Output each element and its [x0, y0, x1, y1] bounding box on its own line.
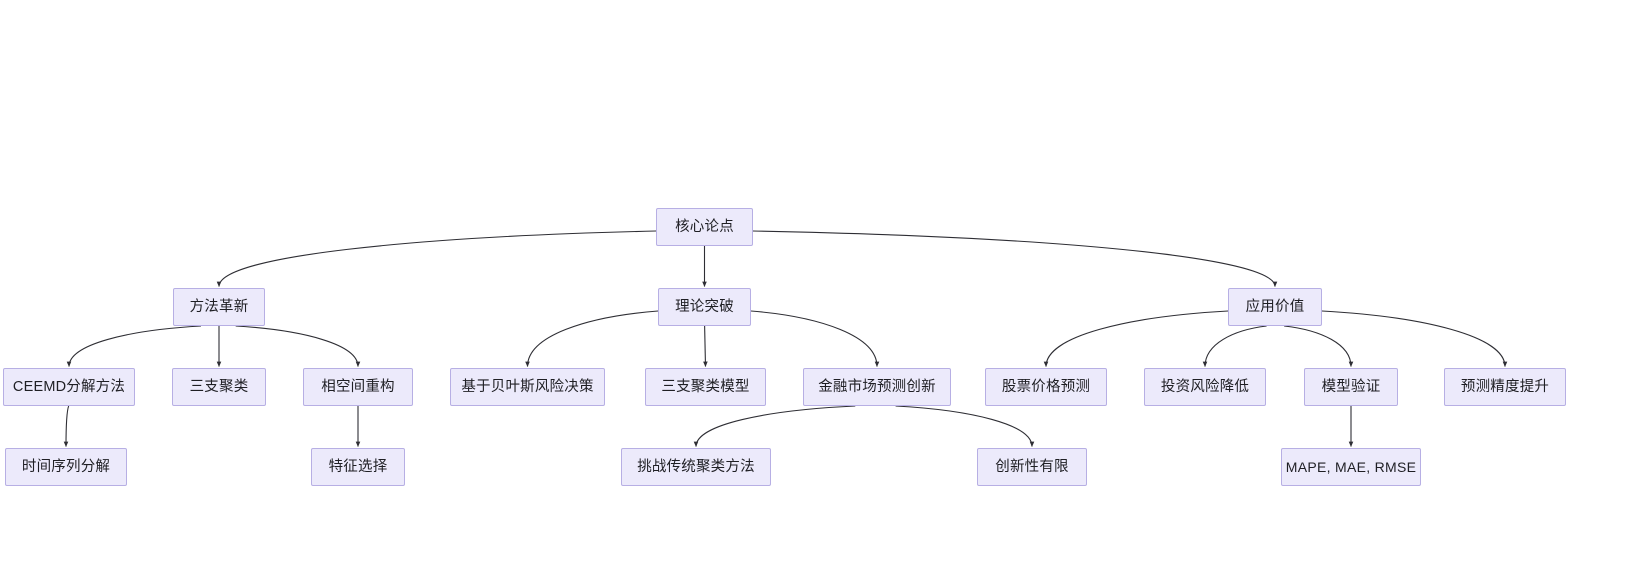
- edge-l1c-to-l2j: [1321, 310, 1508, 367]
- mindmap-node-l1b[interactable]: 理论突破: [658, 288, 751, 326]
- edge-l1b-to-l2f: [750, 310, 880, 367]
- edge-l1a-to-l2c: [235, 325, 361, 367]
- edge-l1c-to-l2h: [1202, 325, 1267, 367]
- edge-group: [63, 230, 1508, 447]
- mindmap-node-l2f[interactable]: 金融市场预测创新: [803, 368, 951, 406]
- mindmap-node-l2a[interactable]: CEEMD分解方法: [3, 368, 135, 406]
- mindmap-node-l1c[interactable]: 应用价值: [1228, 288, 1322, 326]
- mindmap-node-l2d[interactable]: 基于贝叶斯风险决策: [450, 368, 605, 406]
- mindmap-node-root[interactable]: 核心论点: [656, 208, 753, 246]
- mindmap-node-l2h[interactable]: 投资风险降低: [1144, 368, 1266, 406]
- edge-l2f-to-l3d: [895, 405, 1035, 447]
- mindmap-node-l2c[interactable]: 相空间重构: [303, 368, 413, 406]
- mindmap-node-l2j[interactable]: 预测精度提升: [1444, 368, 1566, 406]
- mindmap-node-l2g[interactable]: 股票价格预测: [985, 368, 1107, 406]
- mindmap-node-l2i[interactable]: 模型验证: [1304, 368, 1398, 406]
- mindmap-node-l3e[interactable]: MAPE, MAE, RMSE: [1281, 448, 1421, 486]
- edge-root-to-l1a: [216, 230, 657, 287]
- edge-l1b-to-l2e: [703, 325, 708, 367]
- mindmap-node-l2e[interactable]: 三支聚类模型: [645, 368, 766, 406]
- mindmap-node-l3c[interactable]: 挑战传统聚类方法: [621, 448, 771, 486]
- edge-l2f-to-l3c: [693, 405, 856, 447]
- mindmap-node-l1a[interactable]: 方法革新: [173, 288, 265, 326]
- mindmap-node-l3d[interactable]: 创新性有限: [977, 448, 1087, 486]
- mindmap-node-l3a[interactable]: 时间序列分解: [5, 448, 127, 486]
- edge-l1b-to-l2d: [525, 310, 659, 367]
- edge-root-to-l1c: [752, 230, 1278, 287]
- edge-l2a-to-l3a: [63, 405, 70, 447]
- mindmap-node-l2b[interactable]: 三支聚类: [172, 368, 266, 406]
- edge-l1a-to-l2a: [66, 325, 202, 367]
- edge-l1c-to-l2i: [1284, 325, 1354, 367]
- edge-l1c-to-l2g: [1043, 310, 1229, 367]
- mindmap-node-l3b[interactable]: 特征选择: [311, 448, 405, 486]
